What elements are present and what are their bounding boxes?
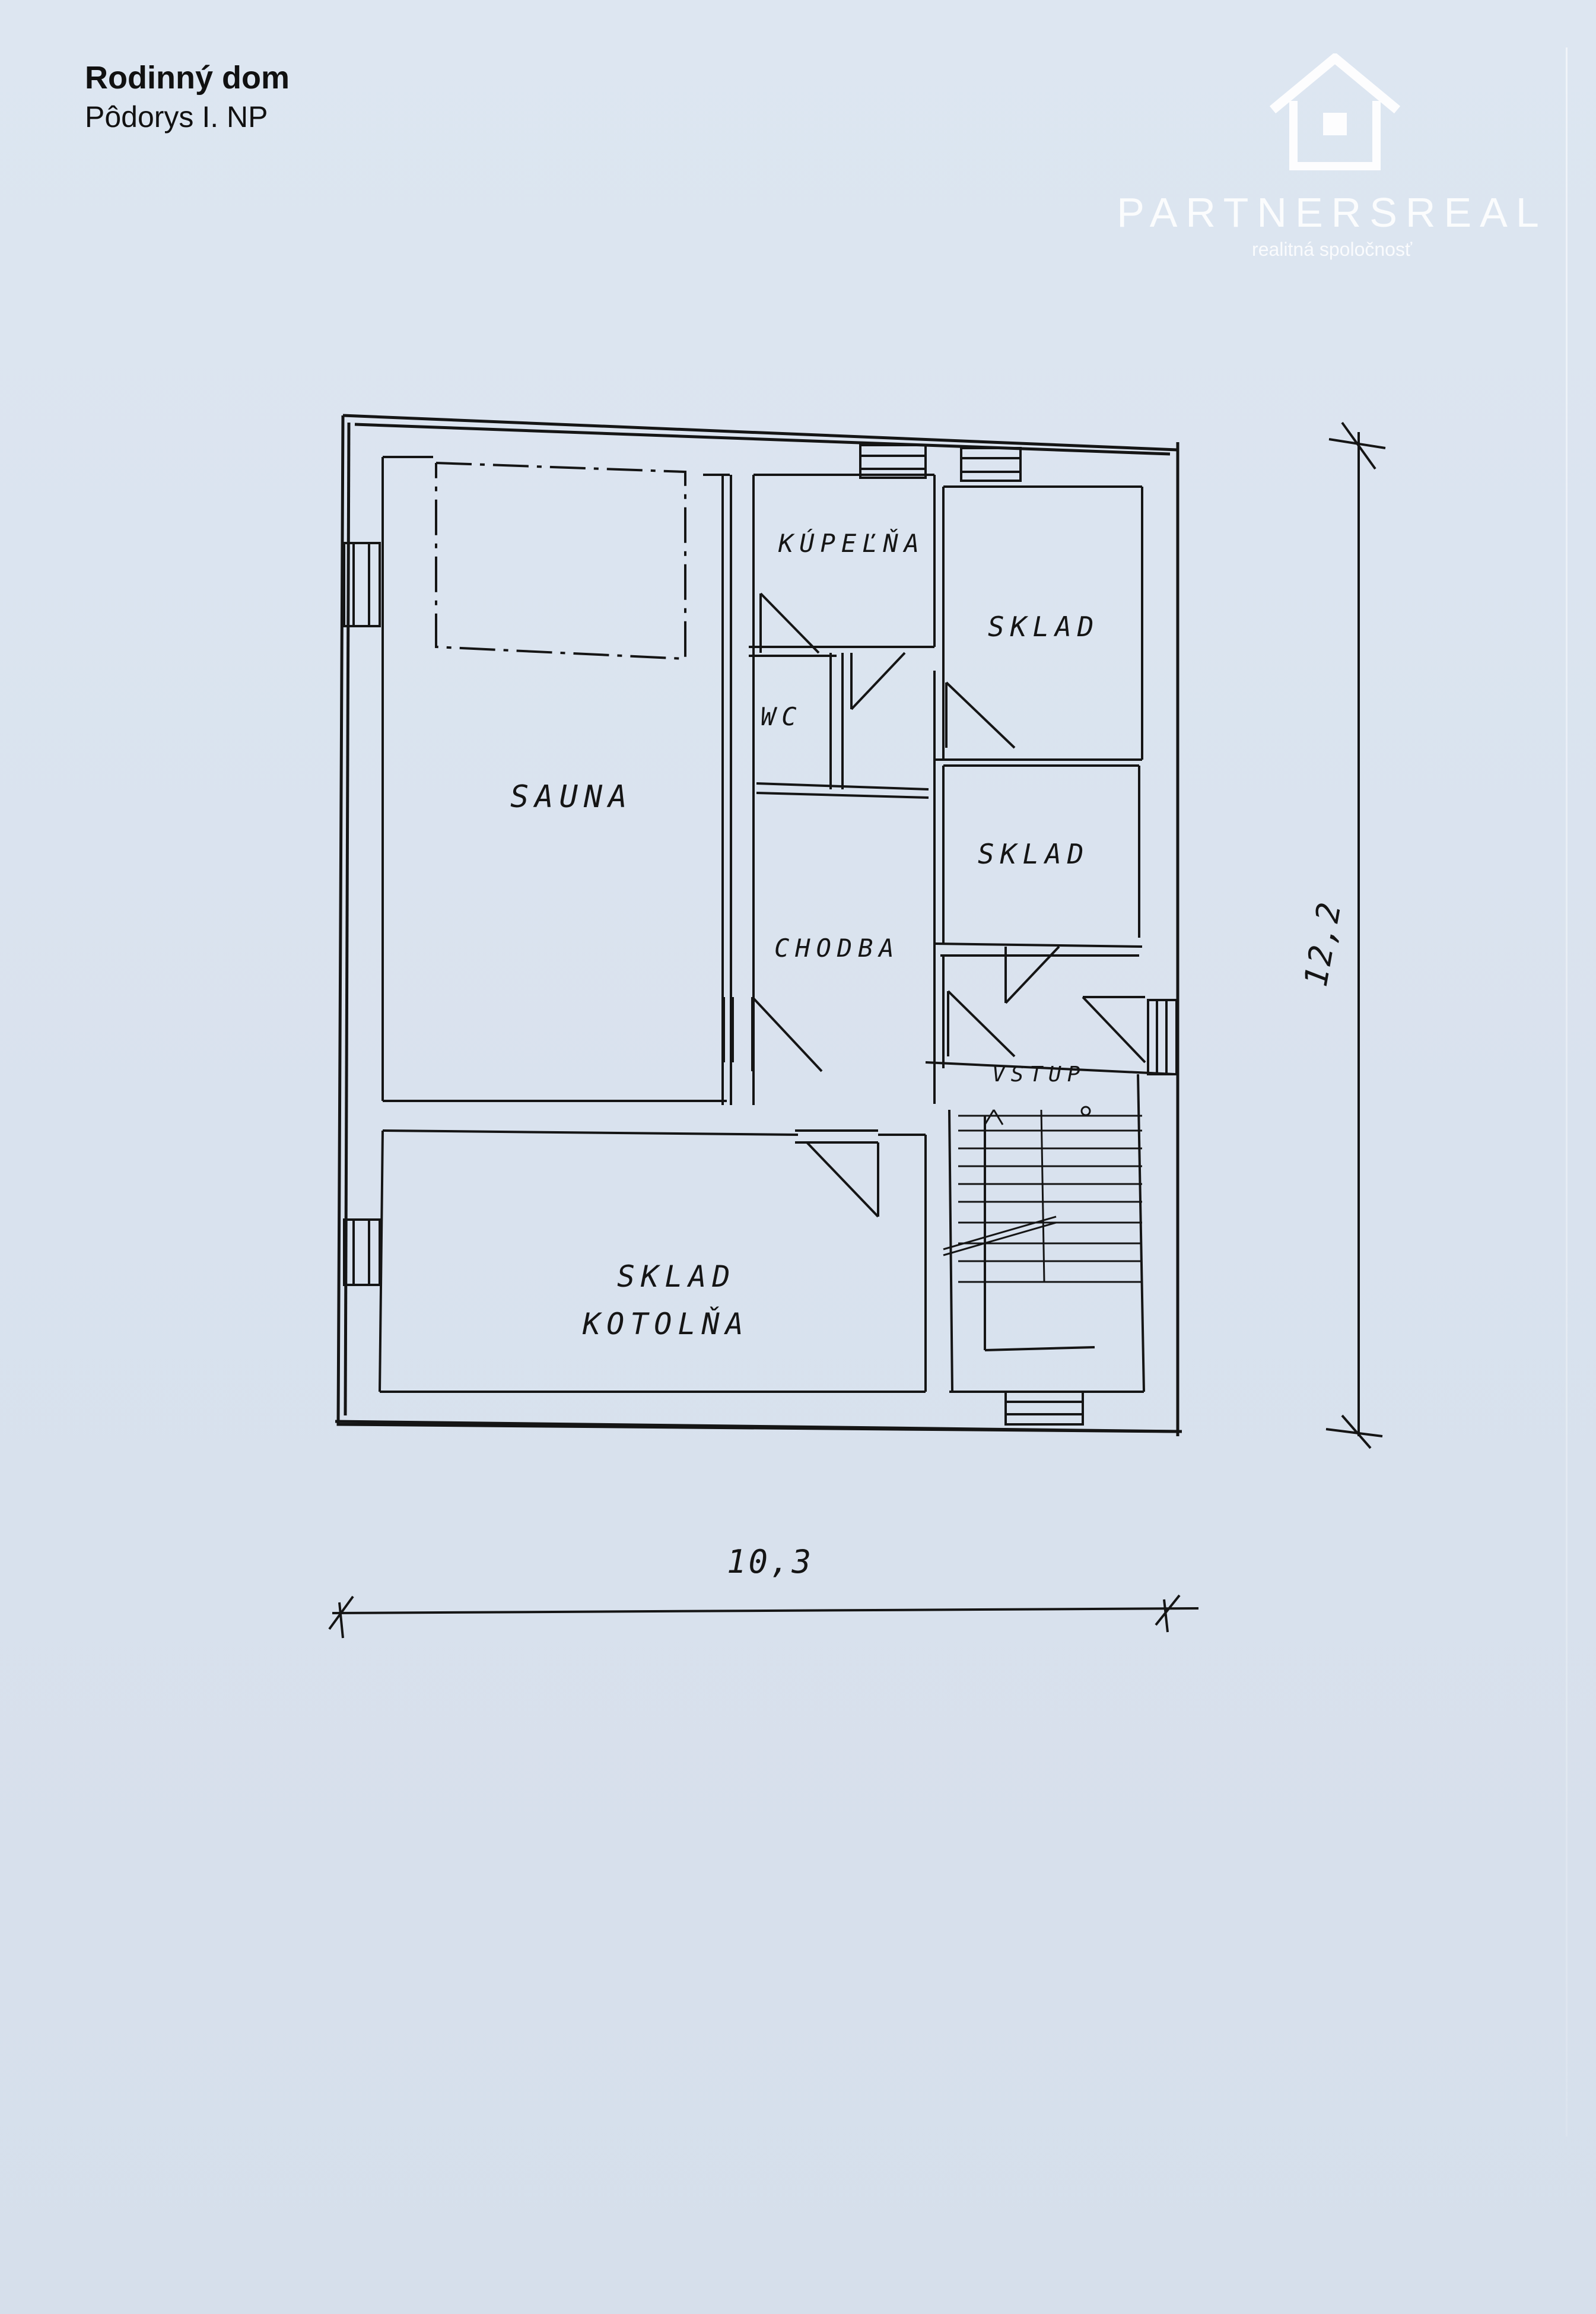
room-labels: SAUNA KÚPEĽŇA WC SKLAD SKLAD CHODBA VSTU… xyxy=(510,528,1099,1341)
staircase xyxy=(943,1106,1142,1283)
logo-name: PARTNERSREAL xyxy=(1117,189,1547,236)
dimension-lines xyxy=(328,421,1386,1639)
dimension-height: 12,2 xyxy=(1297,897,1349,989)
logo-tagline: realitná spoločnosť xyxy=(1252,239,1412,260)
document-subtitle: Pôdorys I. NP xyxy=(85,100,268,134)
company-logo: PARTNERSREAL realitná spoločnosť xyxy=(1104,53,1560,267)
room-label-chodba: CHODBA xyxy=(774,934,900,963)
document-title: Rodinný dom xyxy=(85,60,290,96)
sauna-bench xyxy=(435,462,686,661)
dimension-labels: 10,3 12,2 xyxy=(727,897,1349,1580)
sheet-edge xyxy=(1566,47,1568,2137)
outer-walls xyxy=(335,414,1182,1436)
door-swings xyxy=(723,592,1146,1218)
room-label-wc: WC xyxy=(761,702,803,731)
room-label-sauna: SAUNA xyxy=(510,779,633,815)
windows xyxy=(343,444,1178,1426)
room-label-sklad-kotolna-2: KOTOLŇA xyxy=(582,1306,749,1341)
dimension-width: 10,3 xyxy=(727,1543,813,1580)
inner-walls xyxy=(379,456,1175,1393)
room-label-sklad-kotolna-1: SKLAD xyxy=(617,1259,736,1294)
room-label-vstup: VSTUP xyxy=(992,1062,1086,1087)
house-icon xyxy=(1270,53,1400,170)
room-label-sklad-upper: SKLAD xyxy=(988,611,1099,643)
room-label-sklad-middle: SKLAD xyxy=(978,838,1089,870)
room-label-kupelna: KÚPEĽŇA xyxy=(778,528,925,558)
